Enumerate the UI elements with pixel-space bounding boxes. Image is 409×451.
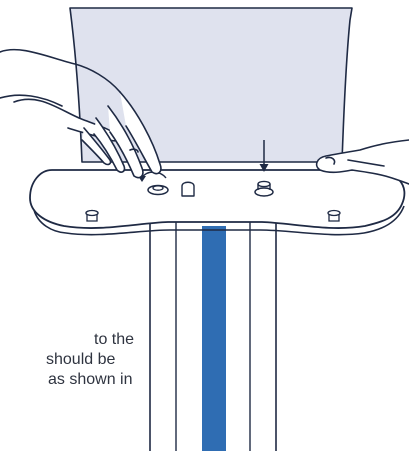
right-knob [254,180,274,197]
right-hand [315,139,409,185]
left-peg [85,209,99,222]
caption-line: as shown in [48,371,133,388]
support-pole [149,217,277,451]
left-knob [147,184,169,196]
seat-base-plate [29,169,406,236]
pole-stripe [202,226,226,451]
left-hand [0,48,162,179]
right-peg [327,209,341,222]
caption-line: should be [46,351,116,368]
instruction-caption: to the should be as shown in [0,330,160,390]
lock-icon [181,181,195,197]
caption-line: to the [94,331,135,348]
arrow-down-icon [259,140,269,172]
